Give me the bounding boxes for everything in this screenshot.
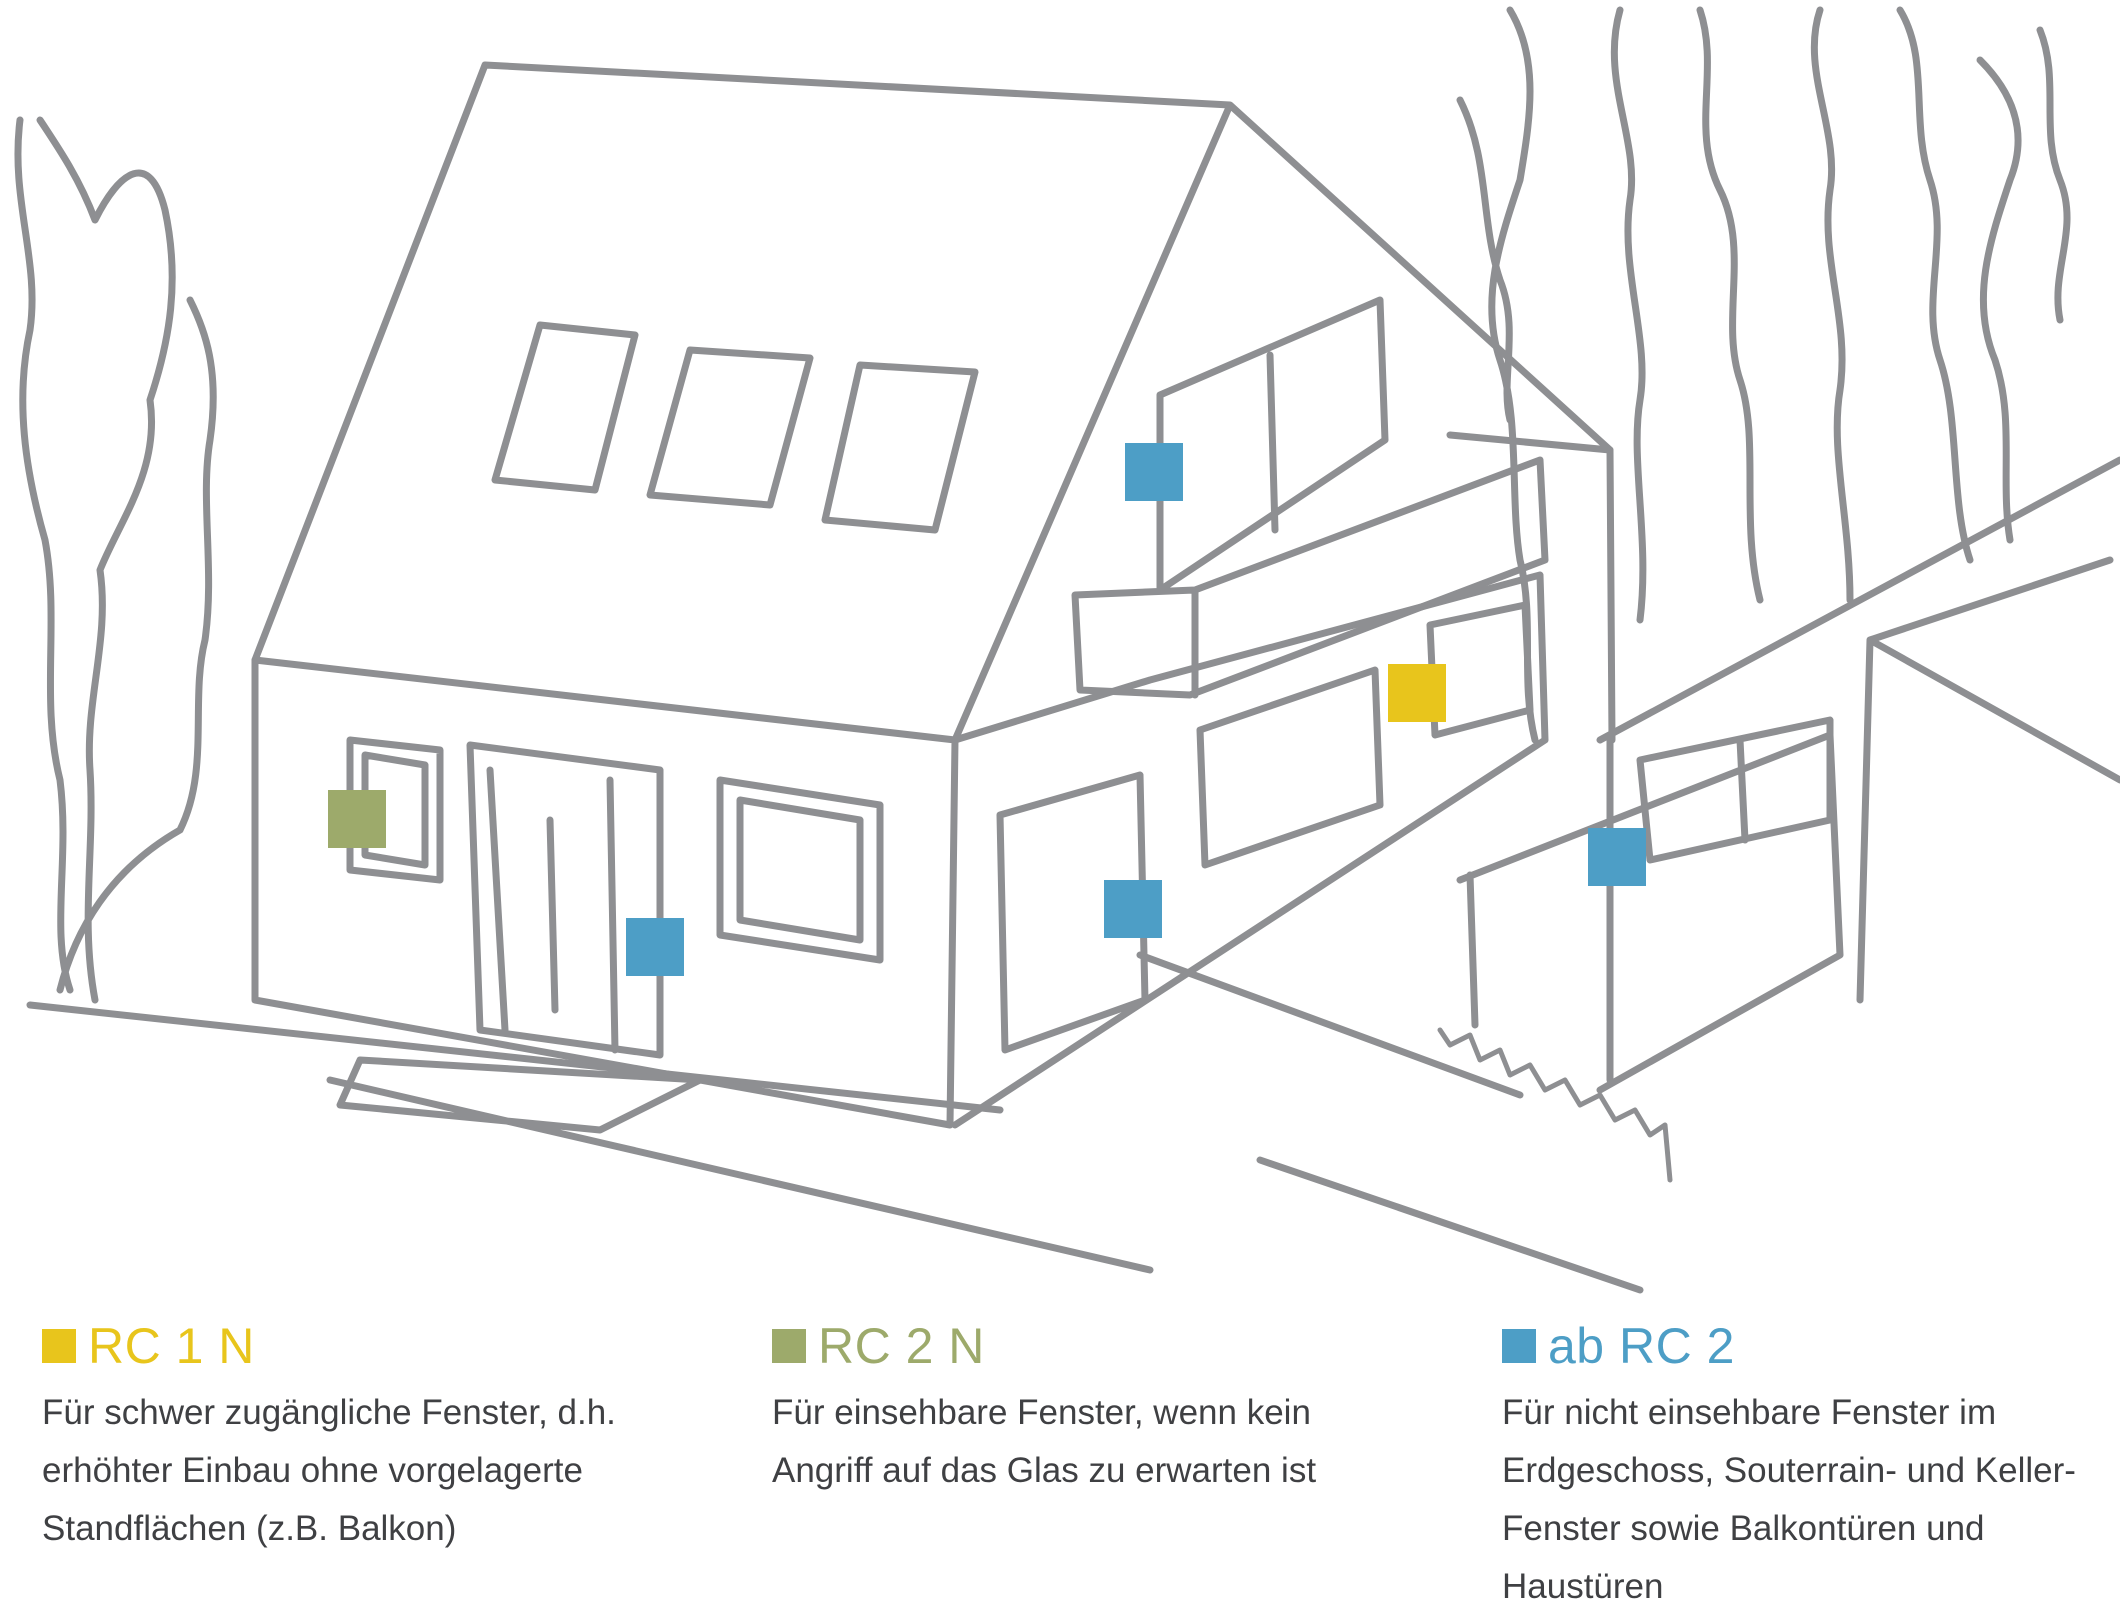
abrc2-marker-4 <box>626 918 684 976</box>
legend-rc2n: RC 2 N Für einsehbare Fenster, wenn kein… <box>772 1318 1412 1500</box>
house-main-roof <box>251 61 1614 744</box>
front-door <box>466 741 664 1059</box>
legend-rc2n-head: RC 2 N <box>772 1318 1412 1374</box>
front-windows <box>346 736 884 964</box>
rc2n-swatch-icon <box>772 1329 806 1363</box>
legend-abrc2-head: ab RC 2 <box>1502 1318 2102 1374</box>
balcony <box>1071 296 1616 744</box>
legend-rc1n-description: Für schwer zugängliche Fenster, d.h. erh… <box>42 1393 616 1548</box>
side-extension <box>951 571 1549 1129</box>
legend-rc1n-head: RC 1 N <box>42 1318 682 1374</box>
markers-layer <box>328 443 1646 976</box>
house-main-body <box>251 656 959 1129</box>
abrc2-marker-6 <box>1588 828 1646 886</box>
abrc2-marker-1 <box>1125 443 1183 501</box>
garage-wall <box>1456 456 2120 1094</box>
left-tree-outline <box>14 116 217 1004</box>
rc2n-marker-3 <box>328 790 386 848</box>
legend-rc2n-title: RC 2 N <box>818 1318 985 1374</box>
rc1n-marker-2 <box>1388 664 1446 722</box>
legend-abrc2: ab RC 2 Für nicht einsehbare Fenster im … <box>1502 1318 2102 1616</box>
rc1n-swatch-icon <box>42 1329 76 1363</box>
legend-rc1n: RC 1 N Für schwer zugängliche Fenster, d… <box>42 1318 682 1558</box>
right-trees-outline <box>1456 6 2071 744</box>
ground-lines <box>26 951 1644 1294</box>
legend-abrc2-title: ab RC 2 <box>1548 1318 1735 1374</box>
roof-windows <box>491 321 979 534</box>
legend-rc1n-title: RC 1 N <box>88 1318 255 1374</box>
wall-zigzag <box>1437 1027 1673 1183</box>
legend-rc2n-description: Für einsehbare Fenster, wenn kein Angrif… <box>772 1393 1317 1490</box>
abrc2-swatch-icon <box>1502 1329 1536 1363</box>
legend-abrc2-description: Für nicht einsehbare Fenster im Erdgesch… <box>1502 1393 2076 1606</box>
abrc2-marker-5 <box>1104 880 1162 938</box>
